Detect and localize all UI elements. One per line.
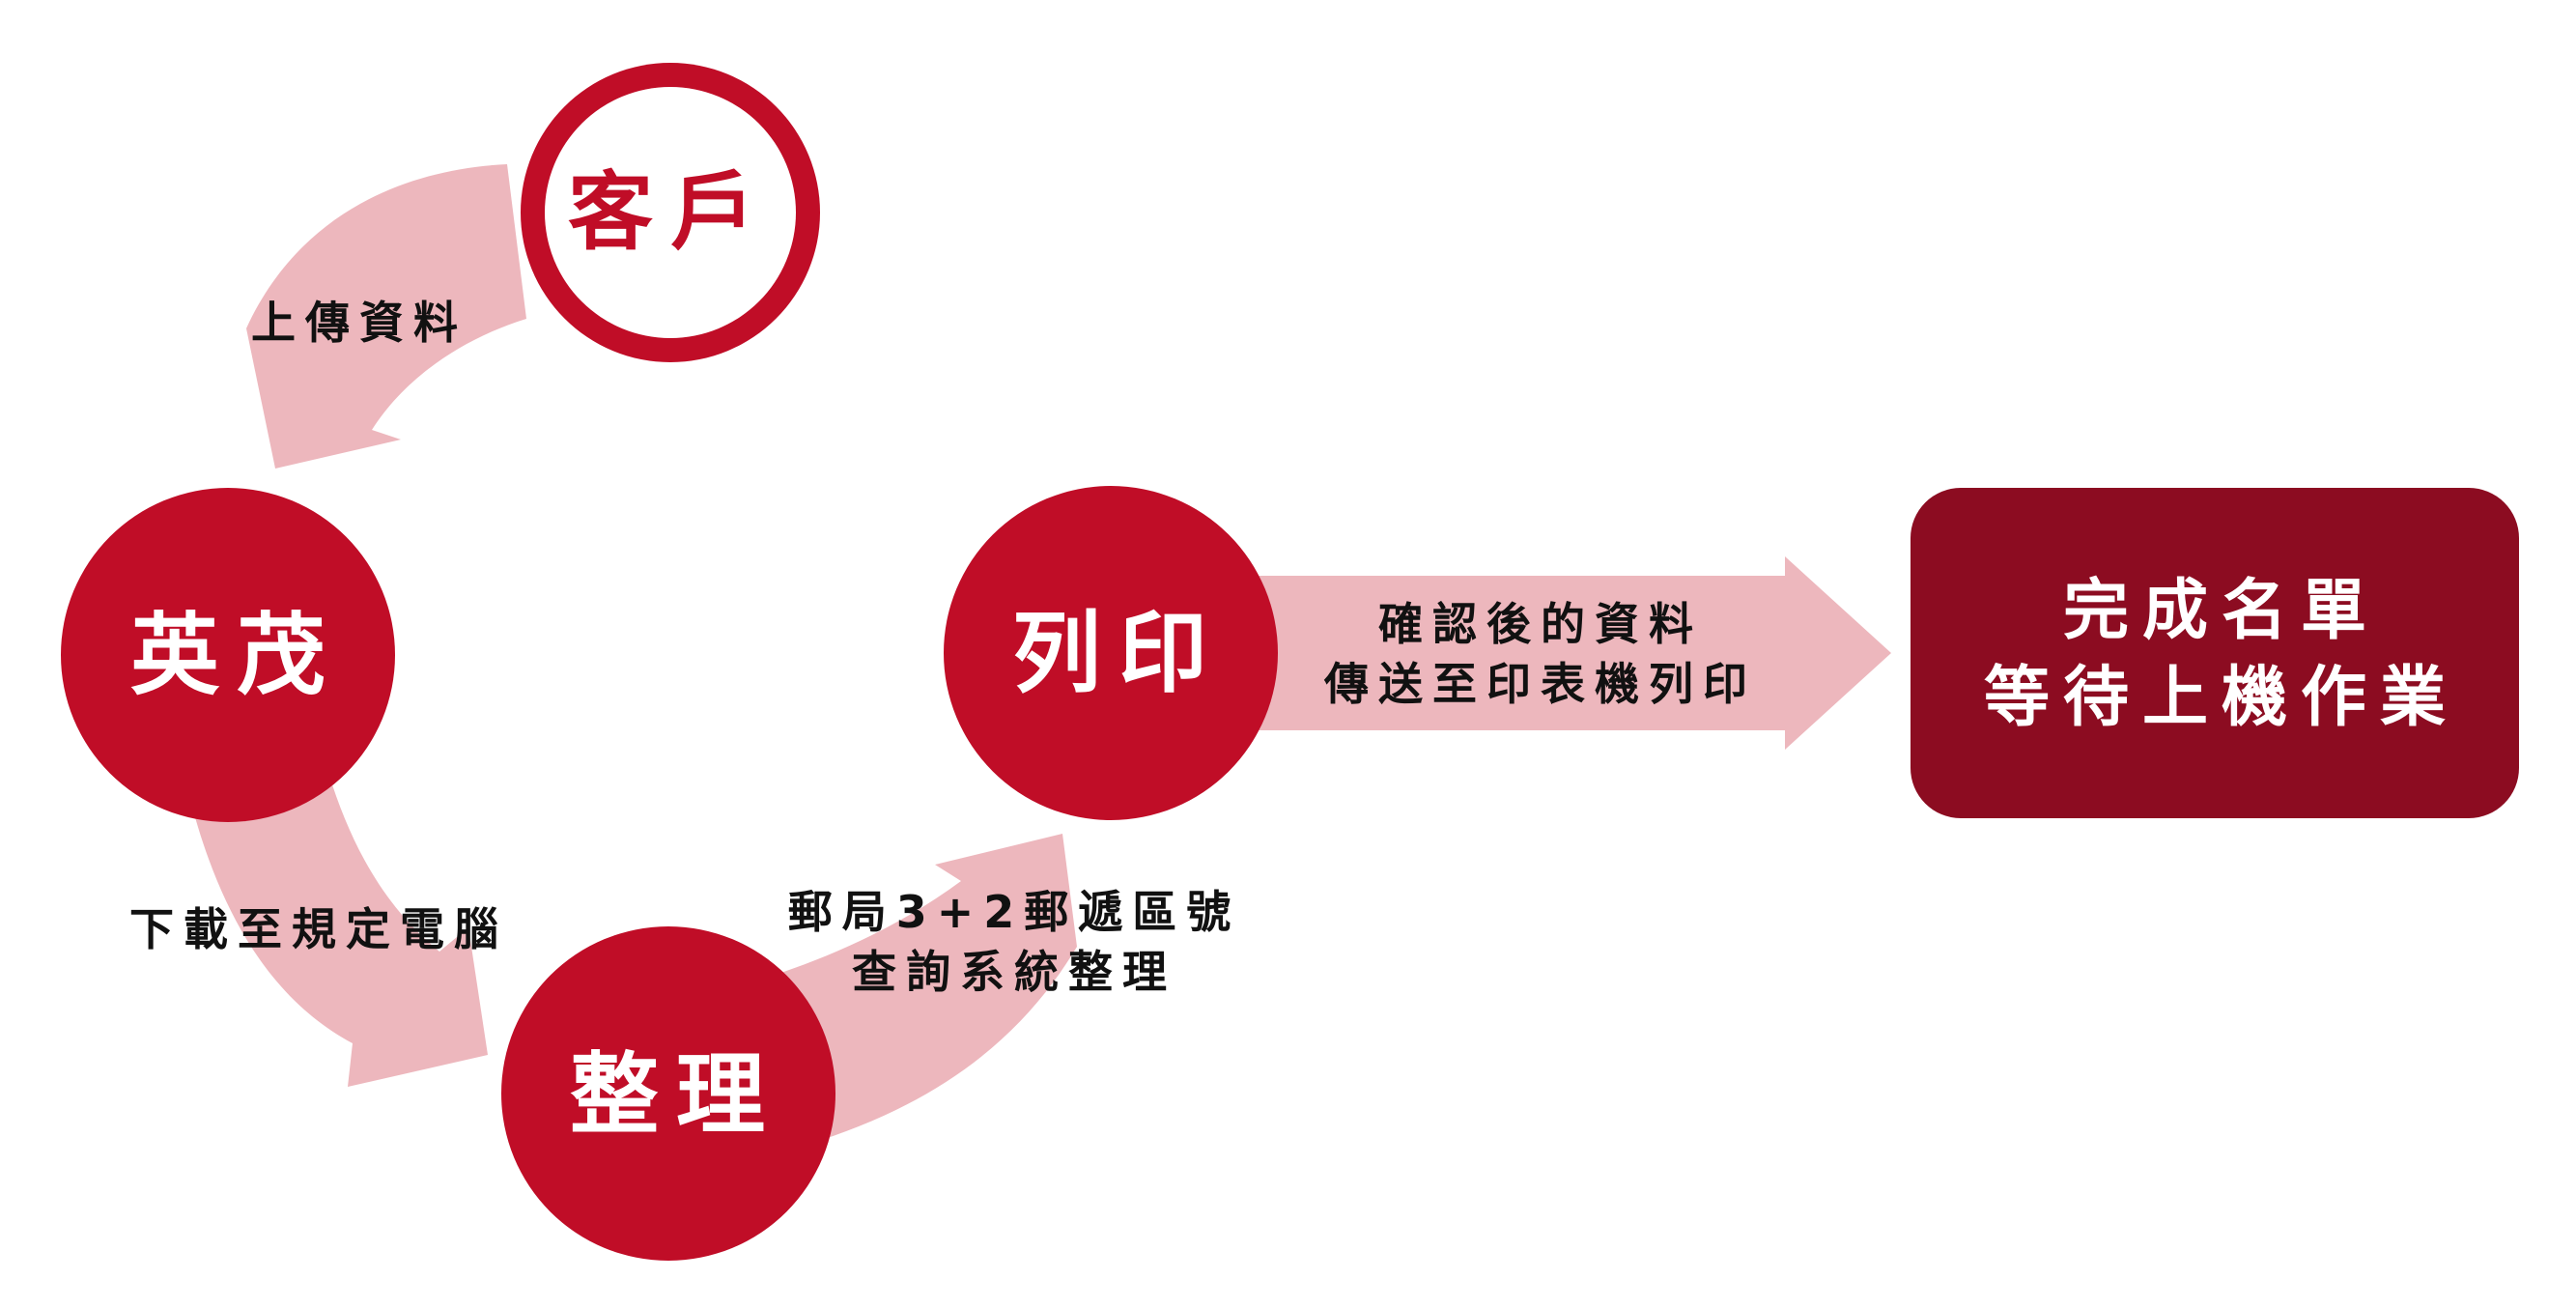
node-print-label: 列印 bbox=[1012, 602, 1225, 705]
arrow-upload bbox=[246, 164, 526, 469]
label-postal-line1: 郵局3+2郵遞區號 bbox=[788, 886, 1241, 938]
label-download: 下載至規定電腦 bbox=[129, 903, 508, 955]
arrow-postal bbox=[773, 834, 1077, 1145]
label-confirm-line1: 確認後的資料 bbox=[1378, 598, 1703, 650]
node-client-inner bbox=[545, 87, 796, 338]
node-organize bbox=[501, 926, 835, 1261]
label-confirm-line2: 傳送至印表機列印 bbox=[1323, 658, 1757, 710]
node-client-label: 客戶 bbox=[568, 162, 773, 262]
result-box-line1: 完成名單 bbox=[2063, 573, 2380, 649]
node-yingmao bbox=[61, 488, 395, 822]
result-box bbox=[1911, 488, 2519, 818]
node-print bbox=[944, 486, 1278, 820]
arrow-confirm bbox=[1246, 556, 1891, 750]
node-organize-label: 整理 bbox=[570, 1043, 782, 1147]
node-yingmao-label: 英茂 bbox=[130, 604, 343, 707]
result-box-line2: 等待上機作業 bbox=[1984, 660, 2459, 736]
arrow-download bbox=[188, 773, 488, 1087]
label-upload: 上傳資料 bbox=[251, 297, 467, 349]
label-postal-line2: 查詢系統整理 bbox=[852, 946, 1176, 998]
